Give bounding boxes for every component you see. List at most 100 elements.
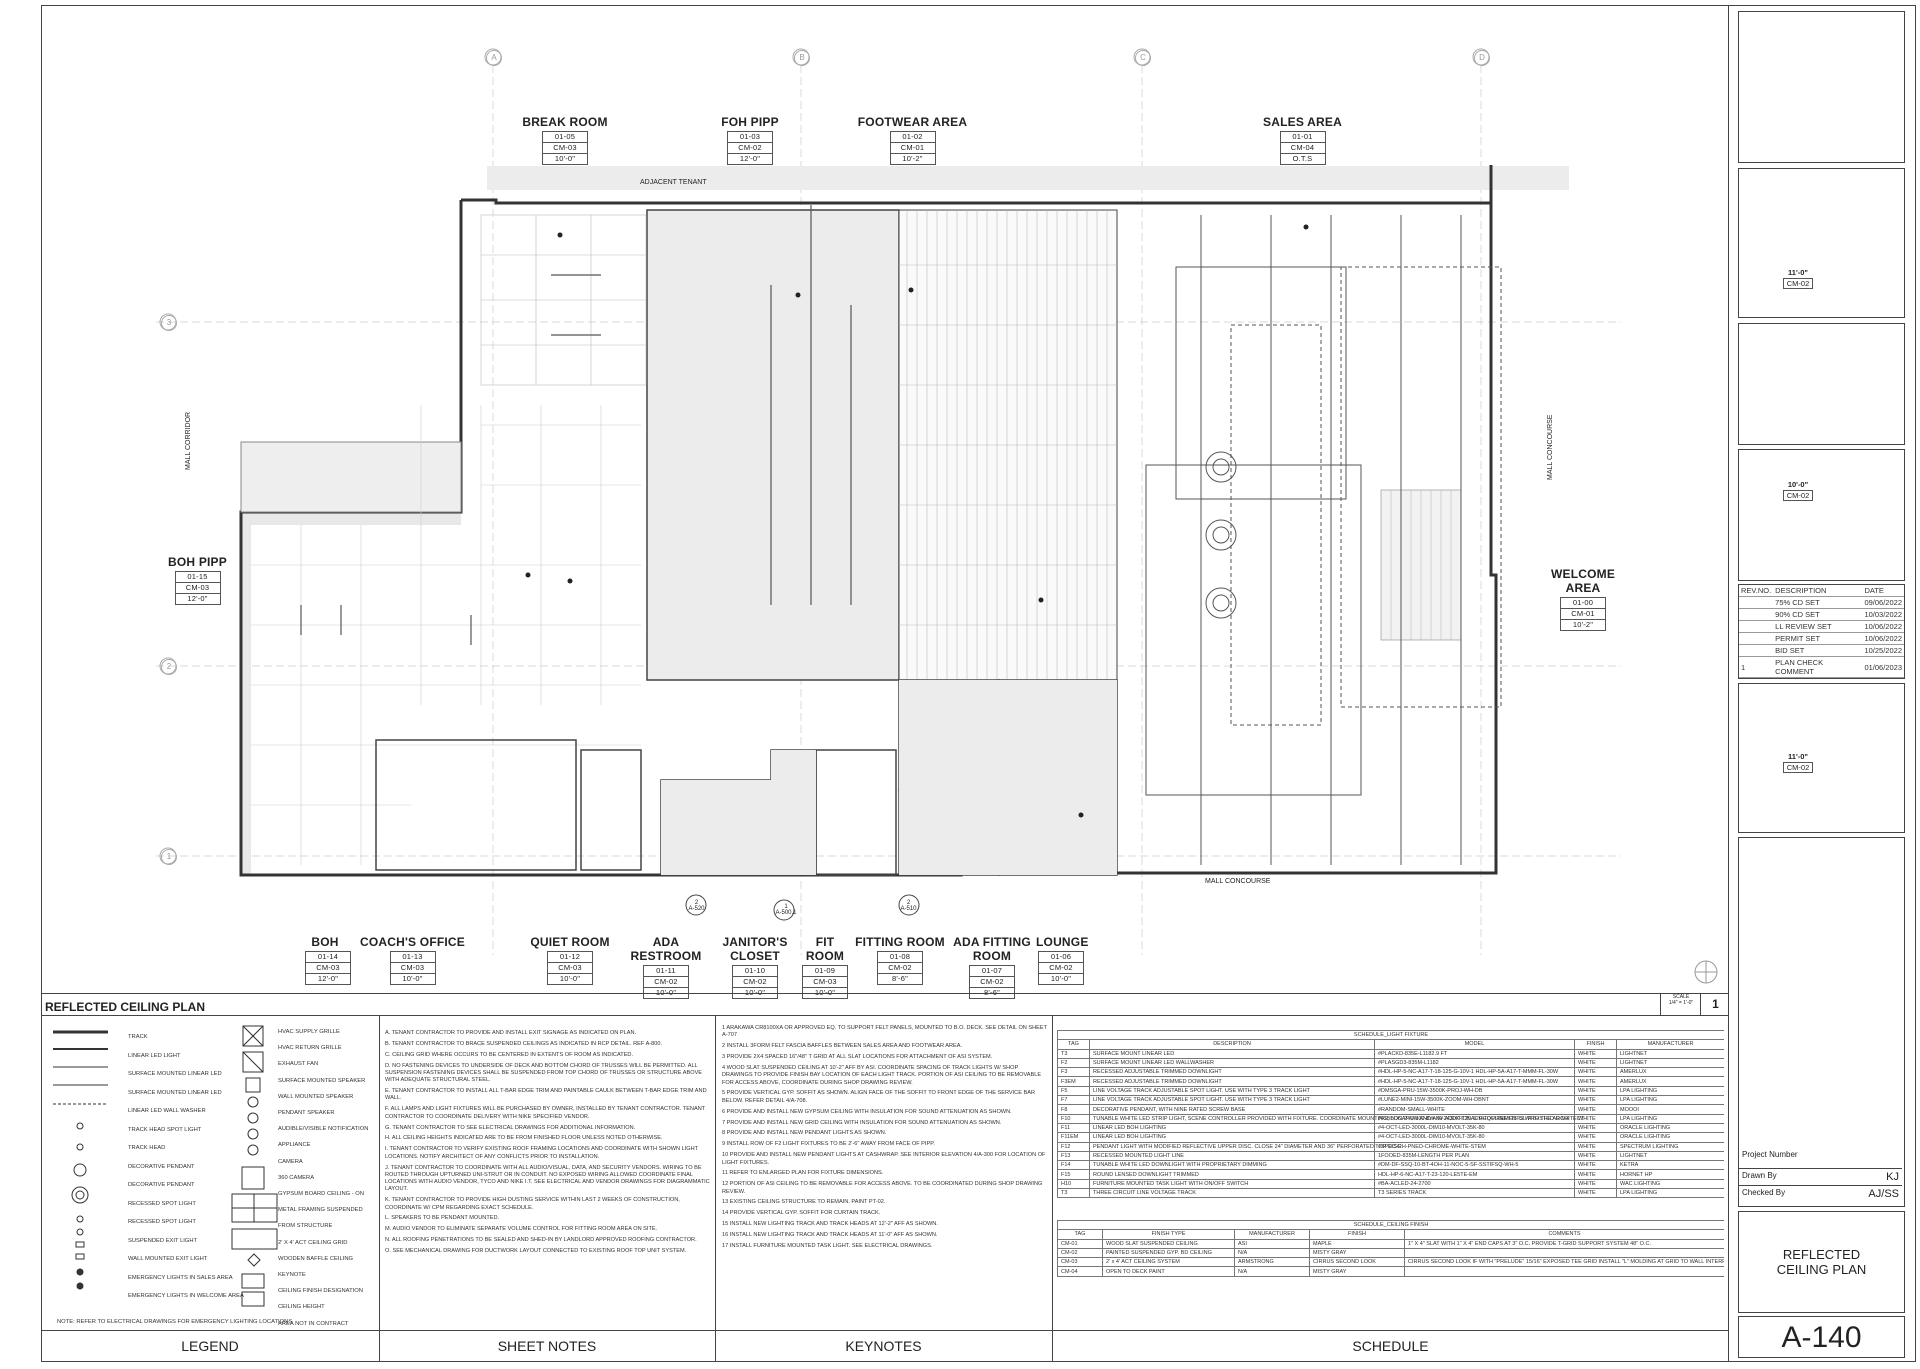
keynotes-footer: KEYNOTES — [845, 1338, 922, 1354]
table-cell: WHITE — [1574, 1132, 1617, 1143]
sheet-title-box: REFLECTED CEILING PLAN — [1738, 1211, 1905, 1313]
table-cell: CM-02 — [1057, 1247, 1103, 1259]
table-cell: TAG — [1057, 1039, 1090, 1050]
sheet-notes: A. TENANT CONTRACTOR TO PROVIDE AND INST… — [385, 1030, 710, 1255]
table-cell: RECESSED ADJUSTABLE TRIMMED DOWNLIGHT — [1089, 1076, 1375, 1087]
table-cell: #DMSGA-PRU-15W-3500K-PROJ-WH-DB — [1374, 1085, 1575, 1097]
table-cell: WHITE — [1574, 1160, 1617, 1171]
table-cell — [1403, 1266, 1724, 1277]
table-cell: CIRRUS SECOND LOOK — [1309, 1257, 1405, 1268]
table-cell: WHITE — [1574, 1076, 1617, 1087]
table-cell: AMERLUX — [1616, 1076, 1724, 1087]
mall-concourse-right-label: MALL CONCOURSE — [1547, 414, 1554, 480]
table-cell — [1739, 620, 1774, 633]
table-cell: ASI — [1234, 1238, 1310, 1249]
table-cell: F10 — [1057, 1113, 1090, 1124]
table-cell: HORNET HP — [1616, 1169, 1724, 1180]
table-cell: ROUND LENSED DOWNLIGHT TRIMMED — [1089, 1169, 1375, 1180]
table-cell: OPEN TO DECK PAINT — [1102, 1266, 1235, 1277]
table-cell: HDL-HP-6-NC-A17-T-23-120-LE5TE-EM — [1374, 1169, 1575, 1180]
drawing-sheet — [41, 5, 1729, 1362]
legend-note: NOTE: REFER TO ELECTRICAL DRAWINGS FOR E… — [57, 1319, 293, 1325]
table-cell: REV.NO. — [1739, 585, 1774, 597]
table-cell: DESCRIPTION — [1089, 1039, 1375, 1050]
table-cell: MANUFACTURER — [1616, 1039, 1724, 1050]
table-cell — [1403, 1247, 1724, 1259]
table-cell: SPECTRUM LIGHTING — [1616, 1141, 1724, 1152]
mall-corridor-label: MALL CORRIDOR — [185, 411, 192, 470]
tb-box — [1738, 449, 1905, 581]
title-bar-divider — [41, 993, 1729, 994]
table-cell: DESCRIPTION — [1773, 585, 1863, 597]
table-cell: #HDL-HP-5-NC-A17-T-18-125-G-10V-1 HDL-HP… — [1374, 1067, 1575, 1078]
table-cell: F7 — [1057, 1095, 1090, 1106]
table-cell: WHITE — [1574, 1085, 1617, 1097]
grid-label-b: B — [794, 50, 810, 66]
grid-label-d: D — [1474, 50, 1490, 66]
table-cell: F3 — [1057, 1067, 1090, 1078]
adjacent-tenant-label: ADJACENT TENANT — [640, 179, 707, 186]
table-cell: FURNITURE MOUNTED TASK LIGHT WITH ON/OFF… — [1089, 1178, 1375, 1190]
table-cell: LPA LIGHTING — [1616, 1095, 1724, 1106]
tb-info-box: Project Number Drawn By KJ Checked By AJ… — [1738, 837, 1905, 1207]
table-cell: FINISH — [1309, 1229, 1405, 1240]
tb-box — [1738, 168, 1905, 318]
table-cell: 01/06/2023 — [1862, 656, 1904, 678]
table-cell: TUNABLE WHITE LED STRIP LIGHT, SCENE CON… — [1089, 1113, 1584, 1124]
title-underline — [41, 1015, 1729, 1016]
table-cell: 09/06/2022 — [1862, 596, 1904, 609]
tb-line — [1739, 1185, 1902, 1186]
footer-divider — [41, 1330, 1729, 1331]
table-cell: AMERLUX — [1616, 1067, 1724, 1078]
table-cell: KETRA — [1616, 1160, 1724, 1171]
table-cell: 2' x 4' ACT CEILING SYSTEM — [1102, 1257, 1235, 1268]
table-cell: F14 — [1057, 1160, 1090, 1171]
table-cell: LINE VOLTAGE TRACK ADJUSTABLE SPOT LIGHT… — [1089, 1095, 1375, 1106]
grid-label-2: 2 — [161, 659, 177, 675]
sheet-title: REFLECTED CEILING PLAN — [1776, 1247, 1867, 1277]
table-cell: H10 — [1057, 1178, 1090, 1190]
keynotes: 1 ARAKAWA CR8100XA OR APPROVED EQ. TO SU… — [722, 1025, 1047, 1250]
table-cell: PENDANT LIGHT WITH MODIFIED REFLECTIVE U… — [1089, 1141, 1401, 1152]
grid-label-1: 1 — [161, 849, 177, 865]
table-cell: F11 — [1057, 1122, 1090, 1134]
drawn-by-label: Drawn By — [1742, 1171, 1777, 1180]
ceiling-tag: 10'-0"CM-02 — [1783, 480, 1813, 501]
table-cell: MODEL — [1374, 1039, 1575, 1050]
table-cell: #4-OCT-LED-3000L-DIM10-MVOLT-35K-80 — [1374, 1122, 1575, 1134]
table-cell: F3EM — [1057, 1076, 1090, 1087]
table-cell: #PLACKD-835E-L1182.9 FT — [1374, 1048, 1575, 1059]
tb-box — [1738, 11, 1905, 163]
table-cell: WHITE — [1574, 1095, 1617, 1106]
table-cell — [1739, 596, 1774, 609]
table-cell: N/A — [1234, 1266, 1310, 1277]
table-cell: LPA LIGHTING — [1616, 1188, 1724, 1199]
table-cell: WHITE — [1574, 1122, 1617, 1134]
table-cell: BID SET — [1773, 644, 1863, 657]
